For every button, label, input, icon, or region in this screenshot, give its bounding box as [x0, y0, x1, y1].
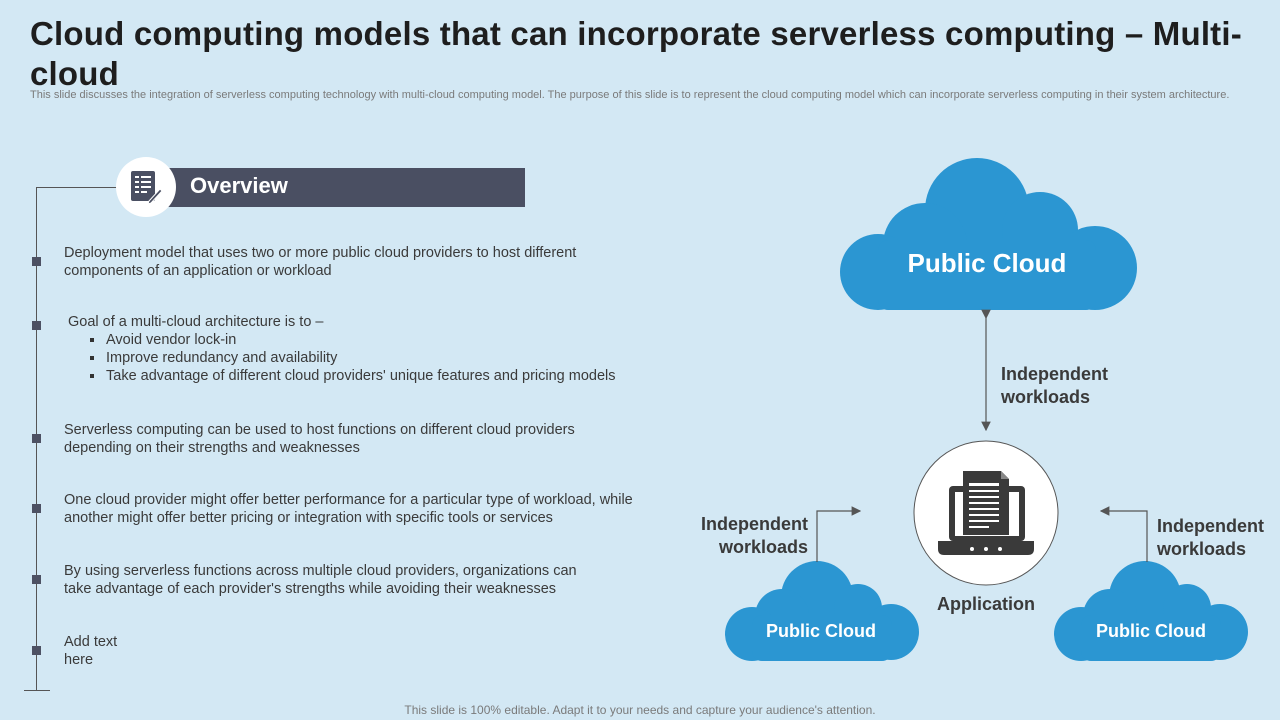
overview-header-bar	[150, 168, 525, 207]
timeline-foot	[24, 690, 50, 691]
overview-icon-badge	[116, 157, 176, 217]
overview-item: By using serverless functions across mul…	[64, 563, 577, 597]
timeline-node	[32, 257, 41, 266]
overview-item: Deployment model that uses two or more p…	[64, 245, 577, 279]
page-title: Cloud computing models that can incorpor…	[30, 15, 1242, 92]
overview-item-text: Goal of a multi-cloud architecture is to…	[68, 314, 324, 330]
top-link-label: Independent workloads	[1001, 364, 1108, 407]
goal-list: Avoid vendor lock-in Improve redundancy …	[64, 331, 634, 385]
left-link-label: Independent workloads	[701, 514, 808, 557]
timeline-node	[32, 434, 41, 443]
top-cloud-shape	[840, 158, 1137, 310]
goal-list-item: Take advantage of different cloud provid…	[90, 367, 634, 385]
overview-item: Add text here	[64, 634, 118, 668]
overview-item: Goal of a multi-cloud architecture is to…	[64, 313, 634, 385]
right-link-arrow	[1099, 506, 1148, 562]
timeline-node	[32, 646, 41, 655]
overview-item: Serverless computing can be used to host…	[64, 422, 575, 456]
application-label: Application	[937, 594, 1035, 614]
left-cloud-shape	[725, 561, 919, 661]
right-cloud-label: Public Cloud	[1096, 621, 1206, 641]
timeline-node	[32, 321, 41, 330]
timeline-connector	[36, 187, 126, 188]
top-cloud-label: Public Cloud	[907, 248, 1067, 278]
right-link-label: Independent workloads	[1157, 516, 1264, 559]
footer-note: This slide is 100% editable. Adapt it to…	[404, 703, 876, 717]
timeline-node	[32, 504, 41, 513]
left-cloud-label: Public Cloud	[766, 621, 876, 641]
right-cloud-shape	[1054, 561, 1248, 661]
laptop-document-icon	[938, 471, 1034, 555]
overview-item: One cloud provider might offer better pe…	[64, 492, 633, 526]
left-link-arrow	[816, 506, 862, 562]
overview-heading: Overview	[190, 173, 288, 198]
goal-list-item: Avoid vendor lock-in	[90, 331, 634, 349]
document-pen-icon	[131, 171, 163, 205]
goal-list-item: Improve redundancy and availability	[90, 349, 634, 367]
page-subtitle: This slide discusses the integration of …	[30, 89, 1230, 101]
timeline-node	[32, 575, 41, 584]
